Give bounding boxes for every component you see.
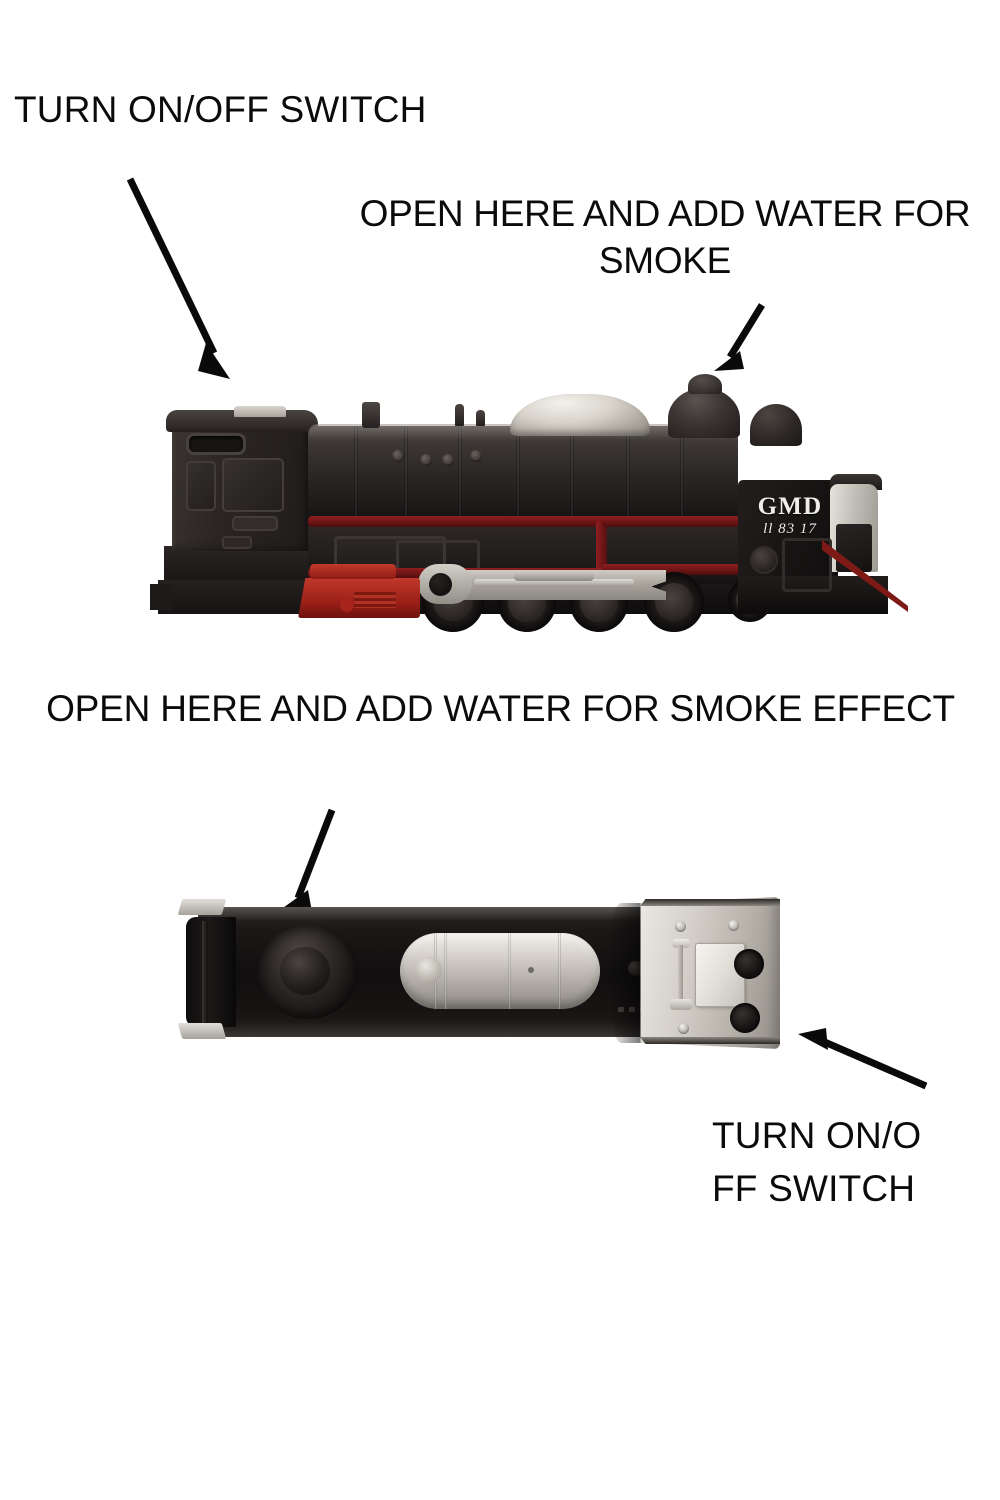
boiler-stud (442, 454, 454, 466)
smoke-stack-dome[interactable] (668, 388, 740, 438)
red-stripe-upper (308, 516, 778, 527)
top-view-rear-ridge (202, 921, 208, 1023)
switch-plate-screw (678, 1023, 689, 1034)
on-off-switch-lever[interactable] (670, 939, 692, 1011)
boiler-stud (470, 450, 482, 462)
gmd-brand-text: GMD (757, 493, 823, 520)
top-view-boiler-dot (528, 967, 534, 973)
front-door-outline (782, 538, 832, 592)
top-view-smoke-dome-core[interactable] (280, 947, 330, 995)
label-open-here-add-water-bottom: OPEN HERE AND ADD WATER FOR SMOKE EFFECT (46, 688, 955, 729)
switch-plate-hole (730, 1003, 760, 1033)
front-skirt (738, 576, 888, 614)
cab-window (186, 433, 246, 455)
connecting-rod-assembly (418, 564, 678, 604)
sand-dome (750, 404, 802, 446)
cab-side-panel-c (232, 516, 278, 531)
red-pilot-stub (340, 598, 354, 612)
red-stripe-front-lower (602, 564, 834, 575)
boiler-barrel (308, 426, 738, 518)
boiler-short-stack (362, 402, 380, 428)
boiler-stud (392, 450, 404, 462)
red-pilot-grille (354, 592, 396, 608)
rod-bar (474, 579, 634, 587)
red-stripe-riser (596, 520, 607, 576)
cab-side-panel-b (222, 458, 284, 512)
gmd-nameplate: GMD ll 83 17 (750, 494, 830, 546)
arrow-to-switch-top-icon (126, 177, 230, 379)
label-turn-on-off-switch-bottom: TURN ON/O FF SWITCH (712, 1115, 922, 1209)
front-latch (750, 546, 778, 574)
top-view-rear-tab-lower (177, 1023, 227, 1039)
cab-roof-vent (234, 406, 286, 417)
top-view-rear-tab-upper (177, 899, 227, 915)
smoke-stack-cap[interactable] (688, 374, 722, 394)
arrow-to-water-bottom-icon (280, 808, 336, 912)
cab-skirt (164, 546, 320, 582)
rod-eye-hole (429, 573, 452, 596)
gmd-number-text: ll 83 17 (763, 521, 817, 537)
top-view-rear-cap (186, 917, 236, 1027)
switch-plate-top-edge (640, 899, 780, 906)
rod-bar-secondary (514, 572, 594, 581)
red-stripe-front-upper (602, 516, 838, 527)
switch-plate-hole (734, 949, 764, 979)
red-pilot-bar (310, 564, 396, 579)
cab-footplate (158, 580, 324, 614)
steam-dome-water-fill[interactable] (510, 394, 650, 436)
label-open-here-add-water-top: OPEN HERE AND ADD WATER FOR SMOKE (359, 193, 971, 282)
switch-plate-screw (675, 921, 686, 932)
switch-lever-bottom[interactable] (670, 999, 692, 1010)
arrow-to-water-top-icon (714, 303, 765, 371)
switch-lever-stem (678, 945, 683, 1003)
cab-step (150, 584, 172, 610)
switch-plate-bottom-edge (640, 1037, 780, 1044)
switch-plate-shadow (608, 903, 642, 1043)
cab-side-panel-a (186, 461, 216, 511)
red-cowcatcher-angle-icon (822, 540, 908, 612)
cab-side-panel-d (222, 536, 252, 549)
switch-plate-screw (728, 920, 739, 931)
switch-lever-top[interactable] (672, 939, 690, 948)
label-turn-on-off-switch-top: TURN ON/OFF SWITCH (14, 89, 427, 130)
locomotive-top-view (177, 895, 813, 1055)
whistle-a (455, 404, 464, 426)
locomotive-side-view: GMD ll 83 17 (150, 374, 908, 650)
boiler-stud (420, 454, 432, 466)
arrow-to-switch-bottom-icon (798, 1028, 928, 1090)
whistle-b (476, 410, 485, 426)
top-view-boiler-knob (416, 957, 442, 983)
